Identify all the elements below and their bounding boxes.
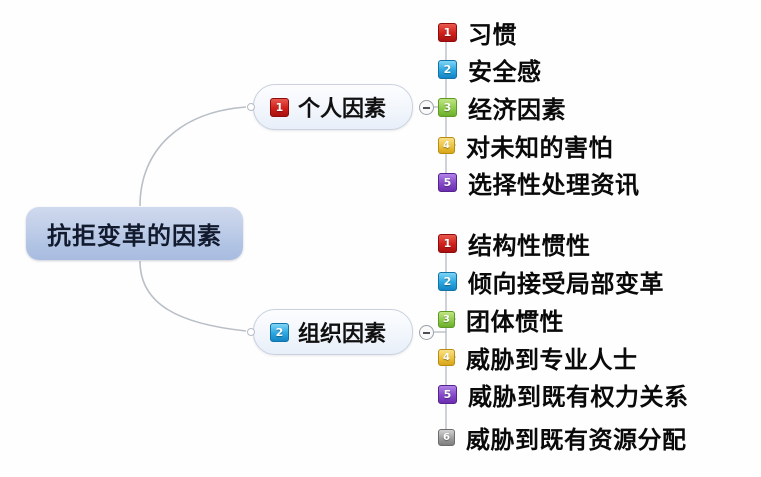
leaf-label: 结构性惯性 <box>468 231 591 260</box>
leaf-label: 安全感 <box>468 57 542 86</box>
branch-badge-1: 1 <box>270 97 289 117</box>
leaf-badge: 4 <box>438 136 455 154</box>
leaf-item[interactable]: 3 团体惯性 <box>438 303 564 336</box>
leaf-label: 选择性处理资讯 <box>468 170 640 199</box>
collapse-toggle-branch-2[interactable] <box>419 325 434 340</box>
leaf-badge: 2 <box>438 271 457 291</box>
leaf-item[interactable]: 2 倾向接受局部变革 <box>438 265 664 298</box>
leaf-badge: 4 <box>438 348 455 366</box>
leaf-item[interactable]: 1 结构性惯性 <box>438 227 591 260</box>
leaf-item[interactable]: 4 威胁到专业人士 <box>438 341 638 374</box>
leaf-badge: 1 <box>438 22 457 42</box>
leaf-label: 倾向接受局部变革 <box>468 269 664 298</box>
leaf-badge: 5 <box>438 172 457 192</box>
branch-node-organizational-factors[interactable]: 2 组织因素 <box>253 309 413 355</box>
leaf-label: 团体惯性 <box>466 307 564 336</box>
leaf-item[interactable]: 6 威胁到既有资源分配 <box>438 421 687 454</box>
branch-connector-dot-2 <box>247 328 255 336</box>
leaf-badge: 1 <box>438 233 457 253</box>
minus-icon <box>423 331 430 334</box>
leaf-item[interactable]: 4 对未知的害怕 <box>438 129 613 162</box>
branch-node-personal-factors[interactable]: 1 个人因素 <box>253 84 413 130</box>
leaf-item[interactable]: 3 经济因素 <box>438 91 566 124</box>
leaf-label: 威胁到既有资源分配 <box>466 425 687 454</box>
branch-connector-dot-1 <box>247 103 255 111</box>
branch-node-label-1: 个人因素 <box>298 97 387 122</box>
curve-root-to-branch-1 <box>139 106 247 207</box>
leaf-label: 威胁到既有权力关系 <box>468 382 689 411</box>
branch-node-label-2: 组织因素 <box>298 322 387 347</box>
leaf-label: 威胁到专业人士 <box>466 345 638 374</box>
root-node-label: 抗拒变革的因素 <box>47 222 222 250</box>
leaf-label: 对未知的害怕 <box>466 133 613 162</box>
leaf-badge: 3 <box>438 97 457 117</box>
leaf-badge: 3 <box>438 310 455 328</box>
leaf-label: 经济因素 <box>468 95 566 124</box>
leaf-item[interactable]: 1 习惯 <box>438 16 517 49</box>
collapse-toggle-branch-1[interactable] <box>419 100 434 115</box>
curve-root-to-branch-2 <box>139 260 247 332</box>
leaf-item[interactable]: 5 选择性处理资讯 <box>438 166 640 199</box>
minus-icon <box>423 106 430 109</box>
leaf-badge: 5 <box>438 384 457 404</box>
branch-badge-2: 2 <box>270 322 289 342</box>
leaf-badge: 2 <box>438 59 457 79</box>
leaf-label: 习惯 <box>468 20 517 49</box>
leaf-badge: 6 <box>438 428 455 446</box>
leaf-item[interactable]: 5 威胁到既有权力关系 <box>438 378 689 411</box>
leaf-item[interactable]: 2 安全感 <box>438 53 542 86</box>
root-node[interactable]: 抗拒变革的因素 <box>26 207 243 260</box>
